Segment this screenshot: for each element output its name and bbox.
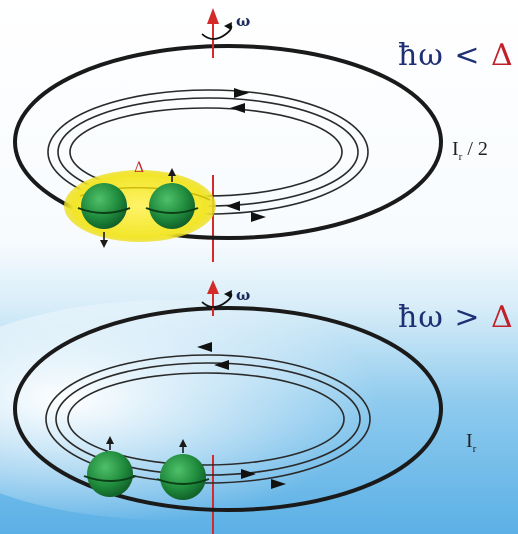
- nucleon-unpaired-right: [160, 454, 206, 500]
- top-orbit-arrow-lower-right: [251, 212, 266, 222]
- bottom-orbit-inner: [67, 372, 345, 466]
- top-moment-of-inertia: Ir / 2: [452, 138, 488, 163]
- top-moment-suffix: / 2: [467, 138, 488, 160]
- bottom-rotation-curl-arrow: [224, 290, 232, 298]
- top-omega-label: ω: [236, 12, 251, 30]
- nucleon-unpaired-left: [87, 451, 133, 497]
- nucleon-right-band: [145, 207, 199, 214]
- top-condition-lhs: ħω: [398, 38, 444, 73]
- bottom-panel: [13, 280, 443, 534]
- top-moment-subscript: r: [458, 151, 463, 163]
- nucleon-right: [149, 183, 195, 229]
- bottom-orbit-arrow-upper: [197, 342, 212, 352]
- bottom-moment-symbol: I: [466, 430, 473, 452]
- pairing-gap-label: Δ: [134, 160, 145, 176]
- nucleon-left-band: [77, 207, 131, 214]
- spin-up-icon: [106, 436, 114, 444]
- bottom-omega-label: ω: [236, 286, 251, 304]
- top-orbit-arrow-lower-left: [226, 201, 240, 211]
- bottom-orbit-middle: [55, 362, 361, 476]
- bottom-outer-ring: [13, 306, 443, 512]
- bottom-condition: ħω > Δ: [398, 300, 514, 335]
- spin-down-icon: [100, 240, 108, 248]
- top-panel: [13, 8, 443, 262]
- top-condition-rhs: Δ: [491, 38, 514, 73]
- bottom-orbit-arrow-lower-right: [271, 479, 286, 489]
- bottom-orbit-arrow-lower-left: [241, 469, 256, 479]
- top-orbit-arrow-upper: [230, 103, 245, 113]
- bottom-moment-of-inertia: Ir: [466, 430, 476, 455]
- bottom-condition-lhs: ħω: [398, 300, 444, 335]
- spin-up-icon: [168, 168, 176, 176]
- bottom-orbit-outer: [45, 354, 371, 484]
- top-outer-ring: [13, 44, 443, 240]
- top-axis-arrowhead: [207, 8, 219, 24]
- bottom-axis-arrowhead: [207, 280, 219, 294]
- top-condition-op: <: [454, 38, 481, 73]
- top-orbit-arrow-left: [234, 88, 249, 98]
- top-condition: ħω < Δ: [398, 38, 514, 73]
- bottom-condition-op: >: [454, 300, 481, 335]
- bottom-orbit-arrow-left: [214, 360, 229, 370]
- nucleon-unpaired-right-band: [156, 478, 210, 485]
- bottom-condition-rhs: Δ: [491, 300, 514, 335]
- top-moment-symbol: I: [452, 138, 459, 160]
- spin-up-icon: [179, 439, 187, 447]
- top-rotation-curl-arrow: [224, 22, 232, 30]
- bottom-moment-subscript: r: [472, 443, 477, 455]
- nucleon-left: [81, 183, 127, 229]
- nucleon-unpaired-left-band: [83, 475, 137, 482]
